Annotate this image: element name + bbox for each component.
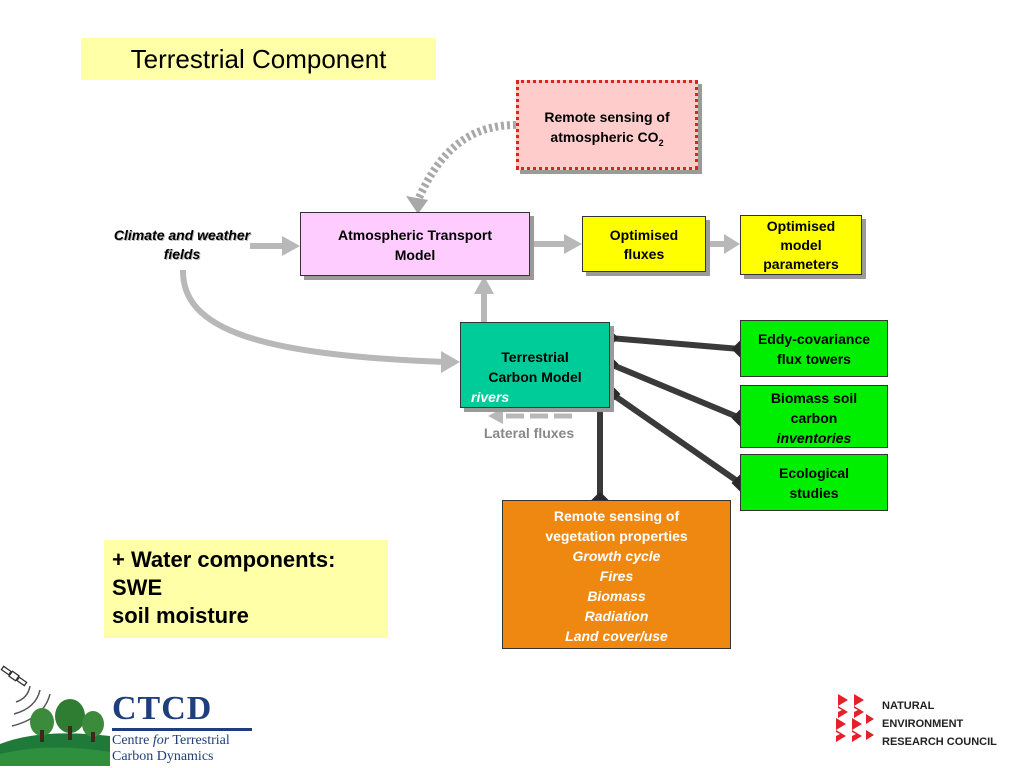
veg-item: Fires [599,568,634,584]
terrestrial-line-2: Carbon Model [488,369,582,385]
nerc-line-3: RESEARCH COUNCIL [882,736,997,748]
remote-sensing-vegetation-box: Remote sensing of vegetation properties … [502,500,731,649]
veg-item: Growth cycle [572,548,661,564]
terrestrial-line-1: Terrestrial [501,349,569,365]
opt-params-line-2: model [780,237,822,253]
ecological-studies-box: Ecological studies [740,454,888,511]
ctcd-name-line-1: Centre for Terrestrial [112,733,230,749]
remote-sensing-co2-box: Remote sensing of atmospheric CO2 [516,80,698,170]
ecological-connector [610,391,742,486]
co2-arrowhead [406,196,428,214]
opt-fluxes-line-2: fluxes [623,246,665,262]
climate-fields-label: Climate and weather fields [94,226,270,264]
page-title: Terrestrial Component [81,38,436,80]
biomass-connector [608,361,742,421]
remote-co2-line-1: Remote sensing of [544,109,670,125]
ecological-line-1: Ecological [778,465,850,481]
biomass-line-2: carbon [790,410,838,426]
ctcd-name-part-b: for [152,733,170,748]
nerc-line-1: NATURAL [882,700,935,712]
co2-to-transport-arrow [414,121,517,202]
nerc-line-2: ENVIRONMENT [882,718,964,730]
atm-transport-line-2: Model [394,247,436,263]
eddy-line-1: Eddy-covariance [757,331,871,347]
eddy-line-2: flux towers [777,351,851,367]
biomass-line-1: Biomass soil [770,390,858,406]
terrestrial-rivers: rivers [471,389,510,405]
remote-co2-line-2: atmospheric CO2 [519,127,695,153]
veg-item: Biomass [587,588,646,604]
water-note-line-1: + Water components: [112,547,336,572]
ctcd-logo: CTCD Centre for Terrestrial Carbon Dynam… [0,660,262,768]
ctcd-acronym: CTCD [112,690,213,727]
opt-fluxes-line-1: Optimised [609,227,679,243]
water-note-line-3: soil moisture [112,603,249,628]
lateral-flux-arrowhead [488,408,503,424]
veg-item: Land cover/use [565,628,668,644]
nerc-logo: NATURAL ENVIRONMENT RESEARCH COUNCIL [832,692,1022,758]
optimised-fluxes-box: Optimised fluxes [582,216,706,272]
eddy-covariance-box: Eddy-covariance flux towers [740,320,888,377]
nerc-mark-icon [836,694,874,742]
eddy-connector [609,335,741,352]
transport-fluxes-arrowhead [564,234,582,254]
remote-co2-text: atmospheric CO [550,129,659,145]
veg-line-1: Remote sensing of [553,508,680,524]
terrestrial-transport-arrowhead [474,276,494,294]
remote-co2-subscript: 2 [658,137,664,148]
water-components-note: + Water components: SWE soil moisture [104,540,388,638]
biomass-inventories: inventories [776,430,852,446]
veg-item: Radiation [584,608,649,624]
ctcd-name-part-a: Centre [112,733,153,748]
ctcd-name-line-2: Carbon Dynamics [112,749,214,764]
satellite-trees-icon [0,665,110,766]
climate-line-1: Climate and weather [113,227,251,243]
ctcd-name-part-c: Terrestrial [169,733,230,748]
atmospheric-transport-model-box: Atmospheric Transport Model [300,212,530,276]
lateral-fluxes-label: Lateral fluxes [483,425,575,441]
opt-params-line-1: Optimised [766,218,836,234]
fluxes-params-arrowhead [724,234,740,254]
optimised-model-parameters-box: Optimised model parameters [740,215,862,275]
biomass-soil-carbon-box: Biomass soil carbon inventories [740,385,888,448]
ecological-line-2: studies [789,485,839,501]
ctcd-underline [112,728,252,731]
water-note-line-2: SWE [112,575,163,600]
climate-line-2: fields [163,246,201,262]
opt-params-line-3: parameters [763,256,839,272]
veg-line-2: vegetation properties [545,528,688,544]
atm-transport-line-1: Atmospheric Transport [337,227,493,243]
climate-transport-arrowhead [282,236,300,256]
climate-to-terrestrial-arrow [179,269,446,365]
climate-terrestrial-arrowhead [441,351,460,373]
terrestrial-carbon-model-box: Terrestrial Carbon Model rivers [460,322,610,408]
